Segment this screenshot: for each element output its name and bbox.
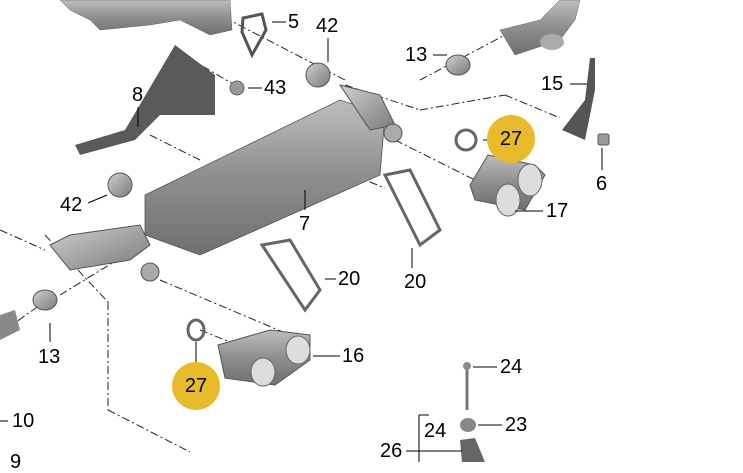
callout-6[interactable]: 6 xyxy=(596,173,608,195)
callout-20-right[interactable]: 20 xyxy=(404,271,427,293)
callout-7[interactable]: 7 xyxy=(299,213,311,235)
callout-26[interactable]: 26 xyxy=(380,440,403,462)
callout-24-bracketed[interactable]: 24 xyxy=(424,420,447,442)
callout-15[interactable]: 15 xyxy=(541,73,564,95)
callout-24-bolt[interactable]: 24 xyxy=(500,356,523,378)
callout-8[interactable]: 8 xyxy=(132,84,144,106)
manifold-part xyxy=(59,0,233,36)
callout-20-left[interactable]: 20 xyxy=(338,268,361,290)
callout-9[interactable]: 9 xyxy=(10,451,22,473)
callout-5[interactable]: 5 xyxy=(288,11,300,33)
callout-42-lower[interactable]: 42 xyxy=(60,194,83,216)
callout-43[interactable]: 43 xyxy=(264,77,287,99)
callout-16[interactable]: 16 xyxy=(342,345,365,367)
callout-13-lower[interactable]: 13 xyxy=(38,346,61,368)
callout-27-lower-highlighted[interactable]: 27 xyxy=(172,362,220,410)
exhaust-parts-diagram: 5 42 13 8 43 15 27 6 42 7 17 20 20 13 16… xyxy=(0,0,610,472)
diagram-artwork xyxy=(0,0,610,462)
callout-42-upper[interactable]: 42 xyxy=(316,15,339,37)
callout-27-upper-highlighted[interactable]: 27 xyxy=(487,115,535,163)
callout-13-upper[interactable]: 13 xyxy=(405,44,428,66)
callout-17[interactable]: 17 xyxy=(546,200,569,222)
callout-23[interactable]: 23 xyxy=(505,414,528,436)
callout-10[interactable]: 10 xyxy=(12,410,35,432)
